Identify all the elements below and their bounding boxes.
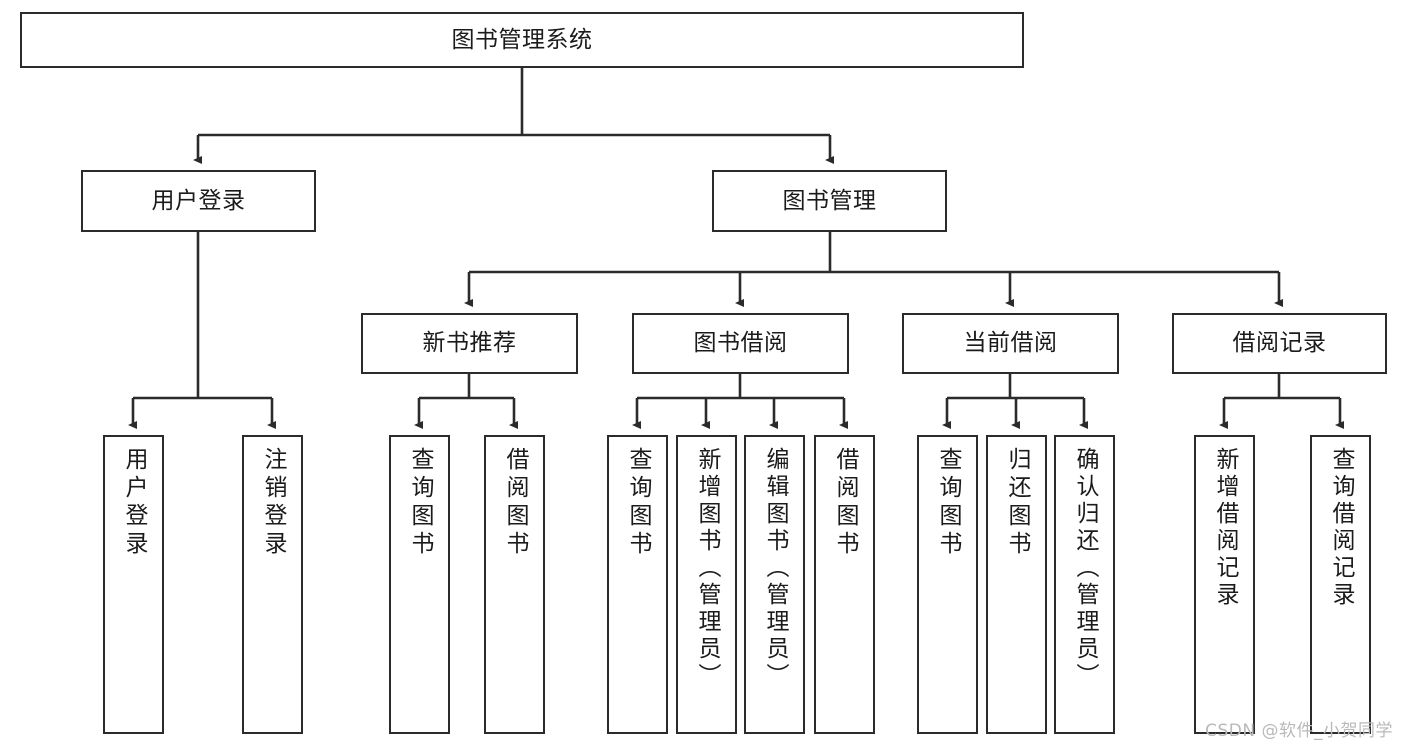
- node-label: 确认归还（管理员）: [1072, 447, 1098, 690]
- node-label: 图书借阅: [693, 330, 788, 357]
- node-label: 归还图书: [1004, 447, 1030, 559]
- leaf-user-login[interactable]: 用户登录: [103, 435, 164, 734]
- node-label: 新书推荐: [422, 330, 517, 357]
- node-label: 用户登录: [151, 187, 246, 214]
- node-label: 图书管理: [782, 187, 877, 214]
- node-current-borrow[interactable]: 当前借阅: [902, 313, 1119, 374]
- watermark: CSDN @软件_小贺同学: [1205, 721, 1393, 741]
- leaf-confirm-return-admin[interactable]: 确认归还（管理员）: [1054, 435, 1115, 734]
- node-label: 查询借阅记录: [1328, 447, 1354, 609]
- node-user-login[interactable]: 用户登录: [81, 170, 316, 232]
- node-label: 新增借阅记录: [1212, 447, 1238, 609]
- node-book-borrow[interactable]: 图书借阅: [632, 313, 849, 374]
- leaf-borrow-book-recommend[interactable]: 借阅图书: [484, 435, 545, 734]
- leaf-add-book-admin[interactable]: 新增图书（管理员）: [676, 435, 737, 734]
- node-label: 当前借阅: [963, 330, 1058, 357]
- node-new-book-recommend[interactable]: 新书推荐: [361, 313, 578, 374]
- leaf-borrow-book[interactable]: 借阅图书: [814, 435, 875, 734]
- leaf-logout[interactable]: 注销登录: [242, 435, 303, 734]
- leaf-query-book-borrow[interactable]: 查询图书: [607, 435, 668, 734]
- node-label: 注销登录: [260, 447, 286, 559]
- node-book-management[interactable]: 图书管理: [712, 170, 947, 232]
- node-label: 借阅图书: [502, 447, 528, 559]
- node-label: 用户登录: [121, 447, 147, 559]
- node-label: 编辑图书（管理员）: [762, 447, 788, 690]
- leaf-query-borrow-record[interactable]: 查询借阅记录: [1310, 435, 1371, 734]
- node-label: 借阅记录: [1232, 330, 1327, 357]
- node-label: 借阅图书: [832, 447, 858, 559]
- leaf-add-borrow-record[interactable]: 新增借阅记录: [1194, 435, 1255, 734]
- leaf-query-book-current[interactable]: 查询图书: [917, 435, 978, 734]
- node-label: 查询图书: [407, 447, 433, 559]
- leaf-return-book[interactable]: 归还图书: [986, 435, 1047, 734]
- node-label: 查询图书: [625, 447, 651, 559]
- node-label: 图书管理系统: [451, 26, 593, 53]
- leaf-query-book-recommend[interactable]: 查询图书: [389, 435, 450, 734]
- leaf-edit-book-admin[interactable]: 编辑图书（管理员）: [744, 435, 805, 734]
- node-borrow-record[interactable]: 借阅记录: [1172, 313, 1387, 374]
- node-label: 新增图书（管理员）: [694, 447, 720, 690]
- node-label: 查询图书: [935, 447, 961, 559]
- node-book-management-system[interactable]: 图书管理系统: [20, 12, 1024, 68]
